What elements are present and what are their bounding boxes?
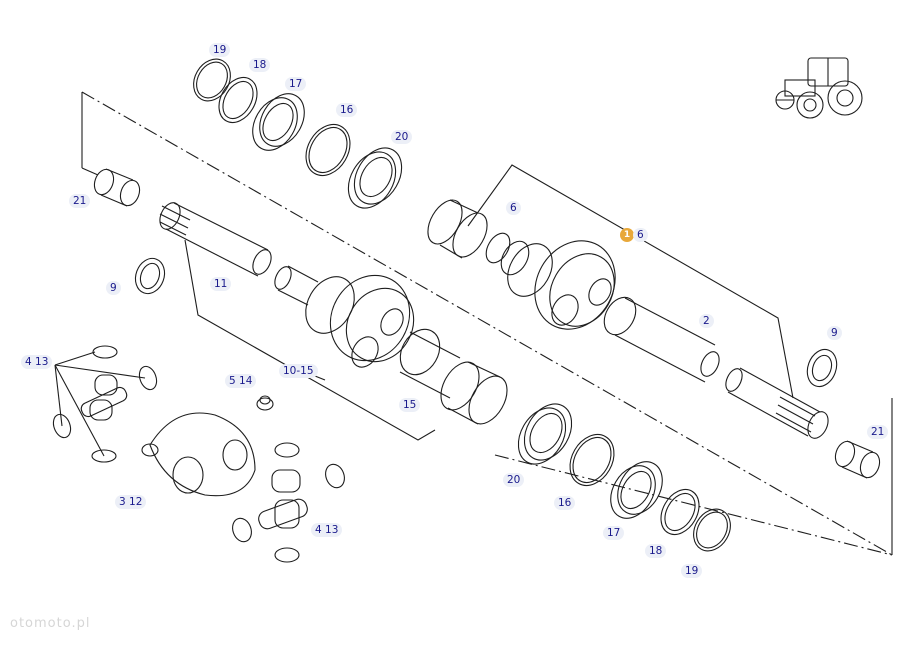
label-6: 6 [506,201,521,215]
bush-9-left [134,257,166,295]
label-20-bottom: 20 [503,473,525,487]
label-4-13-left: 4 13 [21,355,53,369]
label-17-top: 17 [285,77,307,91]
universal-joint-right [232,442,345,563]
label-10-15: 10-15 [279,364,318,378]
ring-18-top [218,76,258,124]
label-9-right: 9 [827,326,842,340]
label-3-12: 3 12 [115,495,147,509]
ring-18-bottom [660,488,700,536]
label-18-top: 18 [249,58,271,72]
bearing-17-bottom [610,461,663,519]
label-17-bottom: 17 [603,526,625,540]
label-19-top: 19 [209,43,231,57]
circlip-16-top [305,124,351,176]
seal-20-top [347,147,403,209]
circlip-16-bottom [569,434,615,486]
label-19-bottom: 19 [681,564,703,578]
watermark: otomoto.pl [10,616,91,631]
label-20-top: 20 [391,130,413,144]
frame-left-bottom [81,167,99,176]
label-16-bottom: 16 [554,496,576,510]
gear-6 [427,199,530,276]
label-21-right: 21 [867,425,889,439]
circlip-19-bottom [693,508,731,552]
label-2: 2 [699,314,714,328]
label-4-13-right: 4 13 [311,523,343,537]
circlip-19-top [193,58,231,102]
bracket-10-15 [184,239,436,441]
label-21-left: 21 [69,194,91,208]
label-6-b: 6 [633,228,648,242]
label-11: 11 [210,277,232,291]
label-16-top: 16 [336,103,358,117]
cv-joint-right [507,240,637,336]
bush-9-right [806,348,838,388]
bracket-1-6 [467,164,794,399]
cv-joint-left [305,274,461,399]
shaft-11 [159,202,319,306]
label-18-bottom: 18 [645,544,667,558]
axis-line-left [81,91,893,556]
bolt-5-14 [256,395,274,411]
seal-20-bottom [517,403,573,465]
axis-line-bottom [494,454,893,556]
bearing-17-top [252,93,305,151]
badge-1: 1 [620,228,634,242]
bush-21-right [834,440,881,479]
label-9-left: 9 [106,281,121,295]
label-15: 15 [399,398,421,412]
bush-21-left [93,168,141,207]
universal-joint-left [52,345,158,463]
gear-15 [440,361,508,425]
label-5-14: 5 14 [225,374,257,388]
yoke-3-12 [141,412,256,497]
tractor-icon [775,57,863,119]
shaft-2 [614,297,829,439]
